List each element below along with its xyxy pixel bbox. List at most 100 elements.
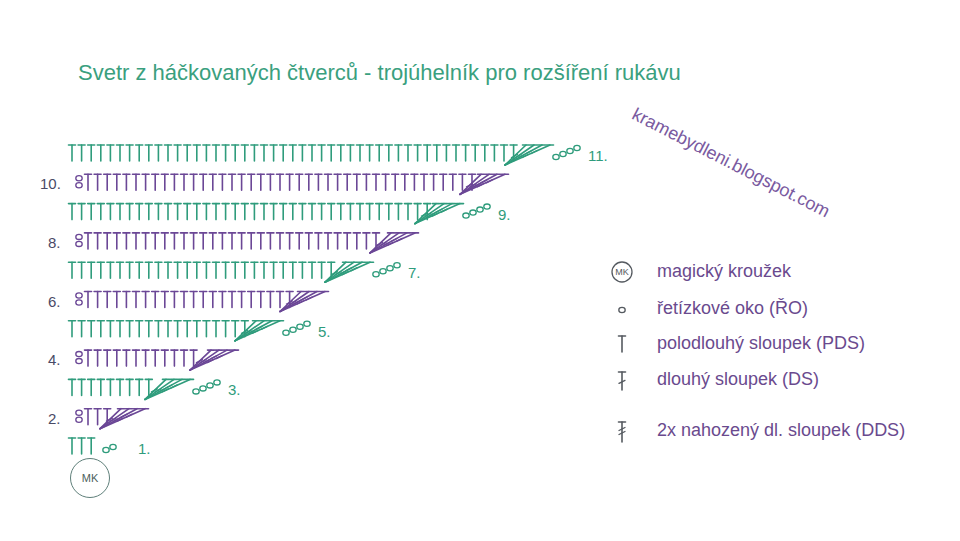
stitch-stroke [113, 291, 120, 293]
stitch-stroke [196, 145, 198, 161]
stitch-stroke [100, 379, 102, 395]
stitch-stroke [457, 203, 464, 205]
stitch-stroke [398, 204, 400, 220]
stitch-stroke [378, 145, 380, 161]
stitch-stroke [462, 144, 469, 146]
stitch-stroke [241, 203, 248, 205]
stitch-stroke [97, 261, 104, 263]
chain-stitch [110, 444, 116, 449]
stitch-stroke [190, 291, 197, 293]
stitch-stroke [260, 174, 262, 190]
watermark: kramebydleni.blogspot.com [629, 104, 834, 222]
stitch-stroke [321, 145, 323, 161]
stitch-stroke [88, 437, 95, 439]
stitch-stroke [366, 144, 373, 146]
stitch-stroke [87, 174, 89, 190]
stitch-stroke [327, 174, 329, 190]
stitch-stroke [216, 349, 223, 351]
stitch-stroke [104, 291, 111, 293]
stitch-row [69, 145, 581, 165]
stitch-stroke [97, 174, 99, 190]
stitch-stroke [318, 261, 325, 263]
stitch-stroke [298, 174, 300, 190]
stitch-stroke [337, 203, 344, 205]
stitch-stroke [104, 408, 111, 410]
magic-ring-circle: MK [70, 458, 110, 498]
stitch-stroke [129, 379, 131, 395]
stitch-stroke [222, 174, 224, 190]
stitch-stroke [241, 292, 243, 308]
stitch-stroke [222, 203, 229, 205]
stitch-stroke [373, 232, 380, 234]
stitch-stroke [158, 204, 160, 220]
stitch-stroke [347, 144, 354, 146]
stitch-stroke [94, 408, 101, 410]
stitch-stroke [356, 174, 358, 190]
stitch-stroke [206, 321, 208, 337]
stitch-stroke [442, 174, 444, 190]
stitch-stroke [165, 261, 172, 263]
stitch-stroke [282, 262, 284, 278]
stitch-stroke [100, 262, 102, 278]
stitch-stroke [126, 320, 133, 322]
stitch-stroke [129, 145, 131, 161]
stitch-stroke [231, 233, 233, 249]
stitch-stroke [183, 233, 185, 249]
row-number: 3. [228, 381, 241, 398]
stitch-stroke [126, 350, 128, 366]
stitch-row [76, 409, 149, 429]
stitch-stroke [107, 261, 114, 263]
chain-stitch [484, 204, 490, 209]
stitch-stroke [177, 145, 179, 161]
stitch-stroke [270, 144, 277, 146]
stitch-stroke [181, 349, 188, 351]
stitch-stroke [229, 291, 236, 293]
stitch-stroke [392, 174, 399, 176]
stitch-stroke [257, 291, 264, 293]
stitch-stroke [404, 232, 411, 234]
stitch-stroke [90, 321, 92, 337]
stitch-stroke [376, 144, 383, 146]
stitch-stroke [289, 203, 296, 205]
stitch-stroke [174, 144, 181, 146]
stitch-stroke [117, 379, 124, 381]
stitch-stroke [342, 272, 348, 275]
stitch-stroke [186, 145, 188, 161]
row-number: 1. [138, 440, 151, 457]
stitch-stroke [382, 174, 389, 176]
stitch-stroke [104, 174, 111, 176]
stitch-stroke [163, 379, 170, 381]
chain-stitch [560, 151, 566, 156]
stitch-stroke [306, 297, 312, 300]
stitch-stroke [186, 321, 188, 337]
stitch-stroke [619, 380, 625, 383]
crochet-chart [69, 145, 581, 454]
stitch-stroke [193, 261, 200, 263]
stitch-stroke [235, 321, 280, 341]
stitch-stroke [78, 379, 85, 381]
stitch-stroke [282, 145, 284, 161]
stitch-stroke [135, 350, 137, 366]
stitch-stroke [87, 292, 89, 308]
stitch-stroke [174, 174, 176, 190]
stitch-stroke [107, 144, 114, 146]
stitch-stroke [213, 261, 220, 263]
stitch-stroke [190, 350, 235, 370]
stitch-stroke [477, 184, 483, 187]
stitch-stroke [452, 174, 454, 190]
stitch-stroke [292, 204, 294, 220]
stitch-stroke [298, 291, 305, 293]
stitch-stroke [154, 350, 156, 366]
stitch-stroke [171, 232, 178, 234]
stitch-stroke [531, 144, 538, 146]
stitch-stroke [206, 262, 208, 278]
stitch-stroke [136, 379, 143, 381]
stitch-stroke [203, 261, 210, 263]
stitch-stroke [449, 174, 456, 176]
stitch-stroke [179, 379, 186, 381]
stitch-stroke [394, 174, 396, 190]
stitch-stroke [346, 174, 348, 190]
chain-stitch [470, 210, 476, 215]
stitch-stroke [433, 174, 435, 190]
stitch-stroke [619, 335, 626, 337]
